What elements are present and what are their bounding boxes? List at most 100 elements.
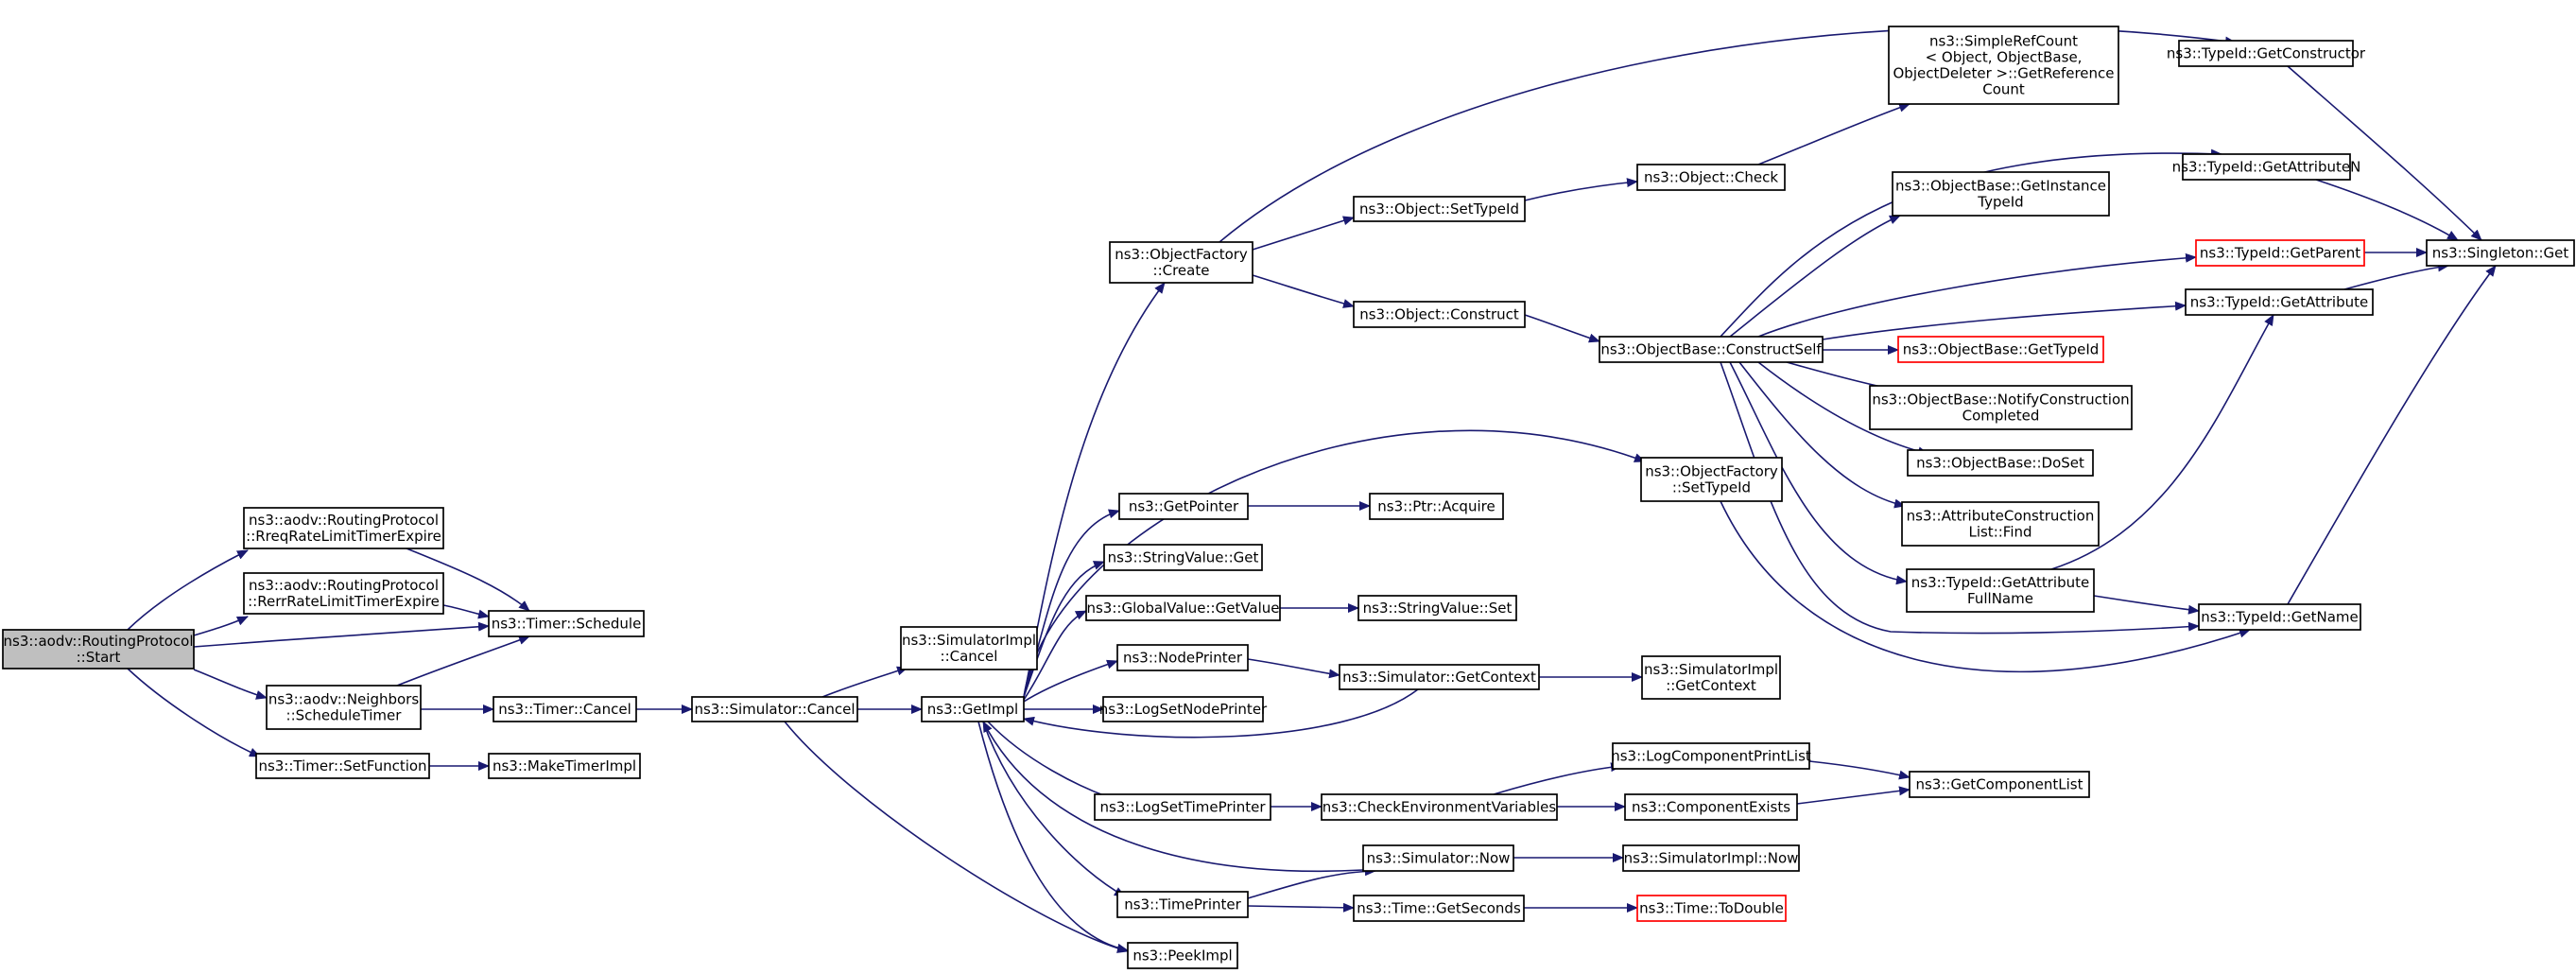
node-svset[interactable]: ns3::StringValue::Set — [1357, 595, 1517, 621]
edge-rreq-to-tsched — [406, 548, 530, 612]
node-box — [1909, 771, 2090, 798]
edge-getimpl-to-ofcreate — [1023, 282, 1166, 698]
node-box — [1636, 164, 1786, 191]
node-label: ns3::ObjectFactory — [1115, 246, 1248, 263]
node-simcancel[interactable]: ns3::Simulator::Cancel — [691, 696, 858, 722]
edge-obconstructself-to-obdoset — [1757, 361, 1929, 457]
edge-nbsched-to-tsched — [396, 635, 530, 687]
edge-line — [193, 616, 249, 636]
node-simplerefcount[interactable]: ns3::SimpleRefCount< Object, ObjectBase,… — [1888, 26, 2119, 105]
node-mktimer[interactable]: ns3::MakeTimerImpl — [488, 753, 641, 779]
node-ptracquire[interactable]: ns3::Ptr::Acquire — [1369, 493, 1504, 520]
node-tidgetattrn[interactable]: ns3::TypeId::GetAttributeN — [2172, 153, 2361, 181]
node-setfn[interactable]: ns3::Timer::SetFunction — [255, 753, 430, 779]
node-nbsched[interactable]: ns3::aodv::Neighbors::ScheduleTimer — [266, 685, 422, 730]
node-label: ::Cancel — [941, 648, 998, 665]
edge-ofcreate-to-objsettypeid — [1252, 216, 1355, 251]
node-box — [1906, 568, 2095, 613]
node-logcompprint[interactable]: ns3::LogComponentPrintList — [1611, 742, 1811, 770]
node-objcheck[interactable]: ns3::Object::Check — [1636, 164, 1786, 191]
node-checkenv[interactable]: ns3::CheckEnvironmentVariables — [1321, 793, 1558, 821]
node-tcancel[interactable]: ns3::Timer::Cancel — [493, 696, 637, 722]
node-obdoset[interactable]: ns3::ObjectBase::DoSet — [1907, 449, 2094, 477]
node-label: ns3::LogSetNodePrinter — [1099, 701, 1268, 718]
edge-getimpl-to-nodeprinter — [1023, 659, 1118, 703]
node-box — [1612, 742, 1810, 770]
node-timegetsec[interactable]: ns3::Time::GetSeconds — [1353, 895, 1525, 922]
node-svget[interactable]: ns3::StringValue::Get — [1103, 544, 1263, 571]
edge-line — [1729, 215, 1901, 338]
node-label: ns3::CheckEnvironmentVariables — [1323, 799, 1557, 816]
node-box — [1109, 241, 1253, 284]
node-label: ns3::StringValue::Get — [1108, 549, 1259, 566]
function-nodes: ns3::aodv::RoutingProtocol::Startns3::ao… — [2, 26, 2575, 969]
edge-tidgetattrn-to-singleton — [2315, 179, 2459, 241]
edge-objsettypeid-to-objcheck — [1524, 178, 1638, 201]
node-getcomplist[interactable]: ns3::GetComponentList — [1909, 771, 2090, 798]
edge-line — [1757, 252, 2197, 338]
edge-start-to-tsched — [193, 621, 490, 648]
node-obnotify[interactable]: ns3::ObjectBase::NotifyConstructionCompl… — [1869, 385, 2133, 430]
node-rerr[interactable]: ns3::aodv::RoutingProtocol::RerrRateLimi… — [243, 572, 444, 615]
edge-line — [2287, 265, 2497, 605]
node-simimplcancel[interactable]: ns3::SimulatorImpl::Cancel — [900, 626, 1038, 670]
node-simnow[interactable]: ns3::Simulator::Now — [1362, 844, 1514, 872]
node-tsched[interactable]: ns3::Timer::Schedule — [488, 610, 645, 637]
edge-getimpl-to-logsettime — [987, 721, 1135, 808]
edge-rerr-to-tsched — [442, 604, 490, 619]
node-getptr[interactable]: ns3::GetPointer — [1118, 493, 1249, 520]
node-label: ns3::Ptr::Acquire — [1377, 498, 1495, 515]
edge-obconstructself-to-tidgetparent — [1757, 252, 2197, 338]
node-tidgetparent[interactable]: ns3::TypeId::GetParent — [2195, 239, 2365, 267]
node-box — [1353, 196, 1526, 222]
node-todouble[interactable]: ns3::Time::ToDouble — [1636, 895, 1787, 922]
node-nodeprinter[interactable]: ns3::NodePrinter — [1116, 644, 1249, 671]
node-label: ns3::Singleton::Get — [2432, 245, 2569, 262]
node-box — [488, 753, 641, 779]
node-label: ns3::TypeId::GetName — [2201, 609, 2358, 626]
node-obgettypeid[interactable]: ns3::ObjectBase::GetTypeId — [1897, 336, 2104, 363]
edge-obconstructself-to-obgetinst — [1729, 215, 1901, 338]
node-label: < Object, ObjectBase, — [1926, 49, 2083, 66]
node-tidgetname[interactable]: ns3::TypeId::GetName — [2198, 603, 2361, 631]
node-box — [1085, 595, 1281, 621]
node-simimplgetctx[interactable]: ns3::SimulatorImpl::GetContext — [1641, 655, 1781, 700]
node-tidgetctor[interactable]: ns3::TypeId::GetConstructor — [2167, 40, 2366, 67]
node-box — [1103, 544, 1263, 571]
edge-line — [2050, 314, 2274, 570]
node-rreq[interactable]: ns3::aodv::RoutingProtocol::RreqRateLimi… — [243, 507, 444, 549]
node-ofcreate[interactable]: ns3::ObjectFactory::Create — [1109, 241, 1253, 284]
node-getimpl[interactable]: ns3::GetImpl — [921, 696, 1025, 722]
node-timeprinter[interactable]: ns3::TimePrinter — [1116, 891, 1249, 918]
node-box — [2182, 153, 2351, 181]
node-gvget[interactable]: ns3::GlobalValue::GetValue — [1085, 595, 1281, 621]
node-singleton[interactable]: ns3::Singleton::Get — [2426, 239, 2575, 267]
node-box — [2, 629, 195, 670]
node-obconstructself[interactable]: ns3::ObjectBase::ConstructSelf — [1599, 336, 1824, 363]
node-start[interactable]: ns3::aodv::RoutingProtocol::Start — [2, 629, 195, 670]
node-tidgetattr[interactable]: ns3::TypeId::GetAttribute — [2185, 288, 2374, 316]
node-simimplnow[interactable]: ns3::SimulatorImpl::Now — [1622, 844, 1800, 872]
node-logsetnode[interactable]: ns3::LogSetNodePrinter — [1099, 696, 1268, 722]
node-compexists[interactable]: ns3::ComponentExists — [1624, 793, 1798, 821]
node-label: ns3::StringValue::Set — [1363, 600, 1513, 617]
edge-obconstructself-to-tidgetattr — [1822, 301, 2187, 340]
edge-line — [1757, 361, 1929, 457]
edge-line — [1822, 301, 2187, 340]
node-peekimpl[interactable]: ns3::PeekImpl — [1127, 942, 1238, 969]
node-objsettypeid[interactable]: ns3::Object::SetTypeId — [1353, 196, 1526, 222]
node-objconstruct[interactable]: ns3::Object::Construct — [1353, 301, 1526, 328]
edge-line — [127, 549, 249, 631]
node-simgetctx[interactable]: ns3::Simulator::GetContext — [1339, 664, 1540, 690]
node-ofsettypeid[interactable]: ns3::ObjectFactory::SetTypeId — [1640, 457, 1783, 502]
node-box — [1362, 844, 1514, 872]
node-box — [1116, 644, 1249, 671]
edge-line — [821, 666, 908, 698]
call-edges — [127, 26, 2497, 953]
edge-line — [982, 721, 1364, 873]
node-logsettime[interactable]: ns3::LogSetTimePrinter — [1094, 793, 1271, 821]
node-label: ns3::MakeTimerImpl — [493, 757, 636, 774]
